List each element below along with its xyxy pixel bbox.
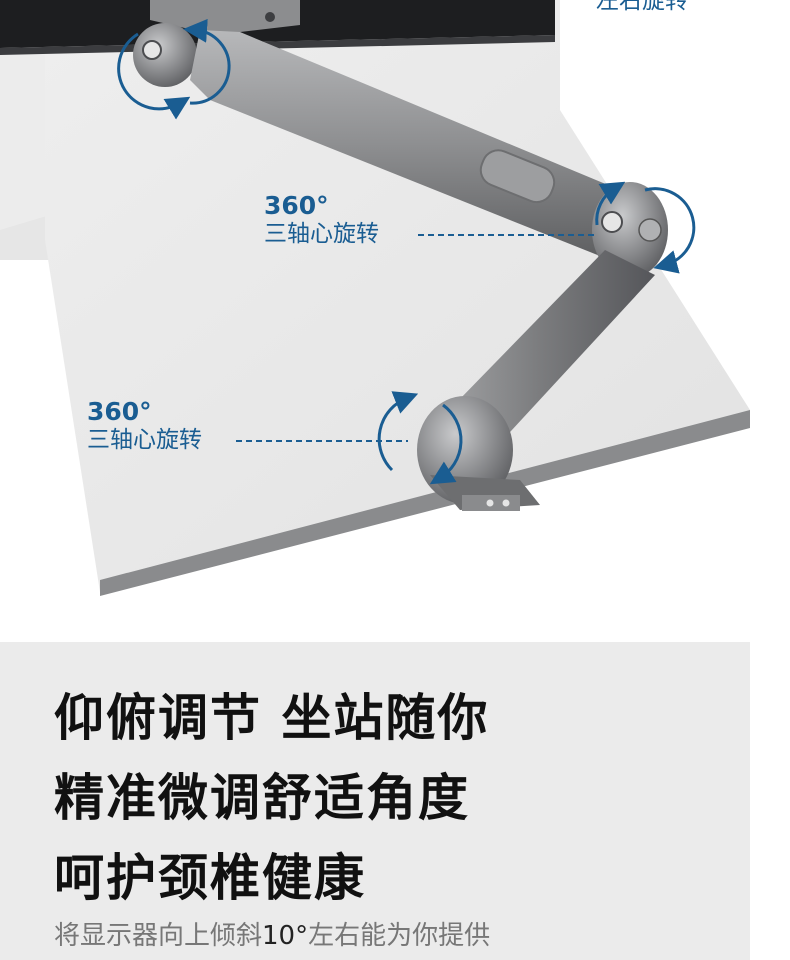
headline-line-3: 呵护颈椎健康 [54, 849, 366, 907]
headline-line-2: 精准微调舒适角度 [54, 769, 470, 827]
bracket-screw [265, 12, 275, 22]
annotation-top-right: 左右旋转 [596, 0, 688, 14]
rotate-arrow-base-right [429, 403, 463, 485]
middle-joint-screw [601, 211, 623, 233]
text-panel [0, 642, 750, 960]
top-joint-screw [142, 40, 162, 60]
annotation-base-label: 三轴心旋转 [87, 426, 202, 453]
clamp-hole-1 [486, 499, 494, 507]
upper-arm-slot [479, 149, 556, 204]
subtitle: 将显示器向上倾斜10°左右能为你提供 [54, 915, 490, 952]
rotate-arrow-top-left [117, 32, 191, 120]
rotate-arrow-middle-right [644, 187, 696, 274]
upper-arm [190, 30, 620, 258]
desk-edge [100, 410, 750, 596]
top-joint [133, 23, 197, 87]
headline-line-1: 仰俯调节 坐站随你 [54, 689, 490, 747]
rotate-arrow-middle-left [595, 181, 626, 226]
rotate-arrow-base-left [377, 391, 419, 472]
annotation-middle-label: 三轴心旋转 [264, 220, 379, 247]
annotation-middle-joint: 360° 三轴心旋转 [264, 191, 379, 247]
annotation-base-joint: 360° 三轴心旋转 [87, 397, 202, 453]
subtitle-suffix: 左右能为你提供 [308, 921, 491, 951]
annotation-base-degree: 360° [87, 397, 152, 426]
rotate-arrow-top-right [183, 18, 231, 105]
annotation-middle-degree: 360° [264, 191, 329, 220]
clamp-hole-2 [502, 499, 510, 507]
product-illustration: 左右旋转 360° 三轴心旋转 360° 三轴心旋转 [0, 0, 750, 596]
middle-joint-knob [638, 218, 662, 242]
monitor-arm-illustration [0, 0, 750, 596]
desk-surface [45, 20, 750, 592]
subtitle-prefix: 将显示器向上倾斜 [54, 921, 263, 951]
subtitle-number: 10° [262, 921, 309, 951]
